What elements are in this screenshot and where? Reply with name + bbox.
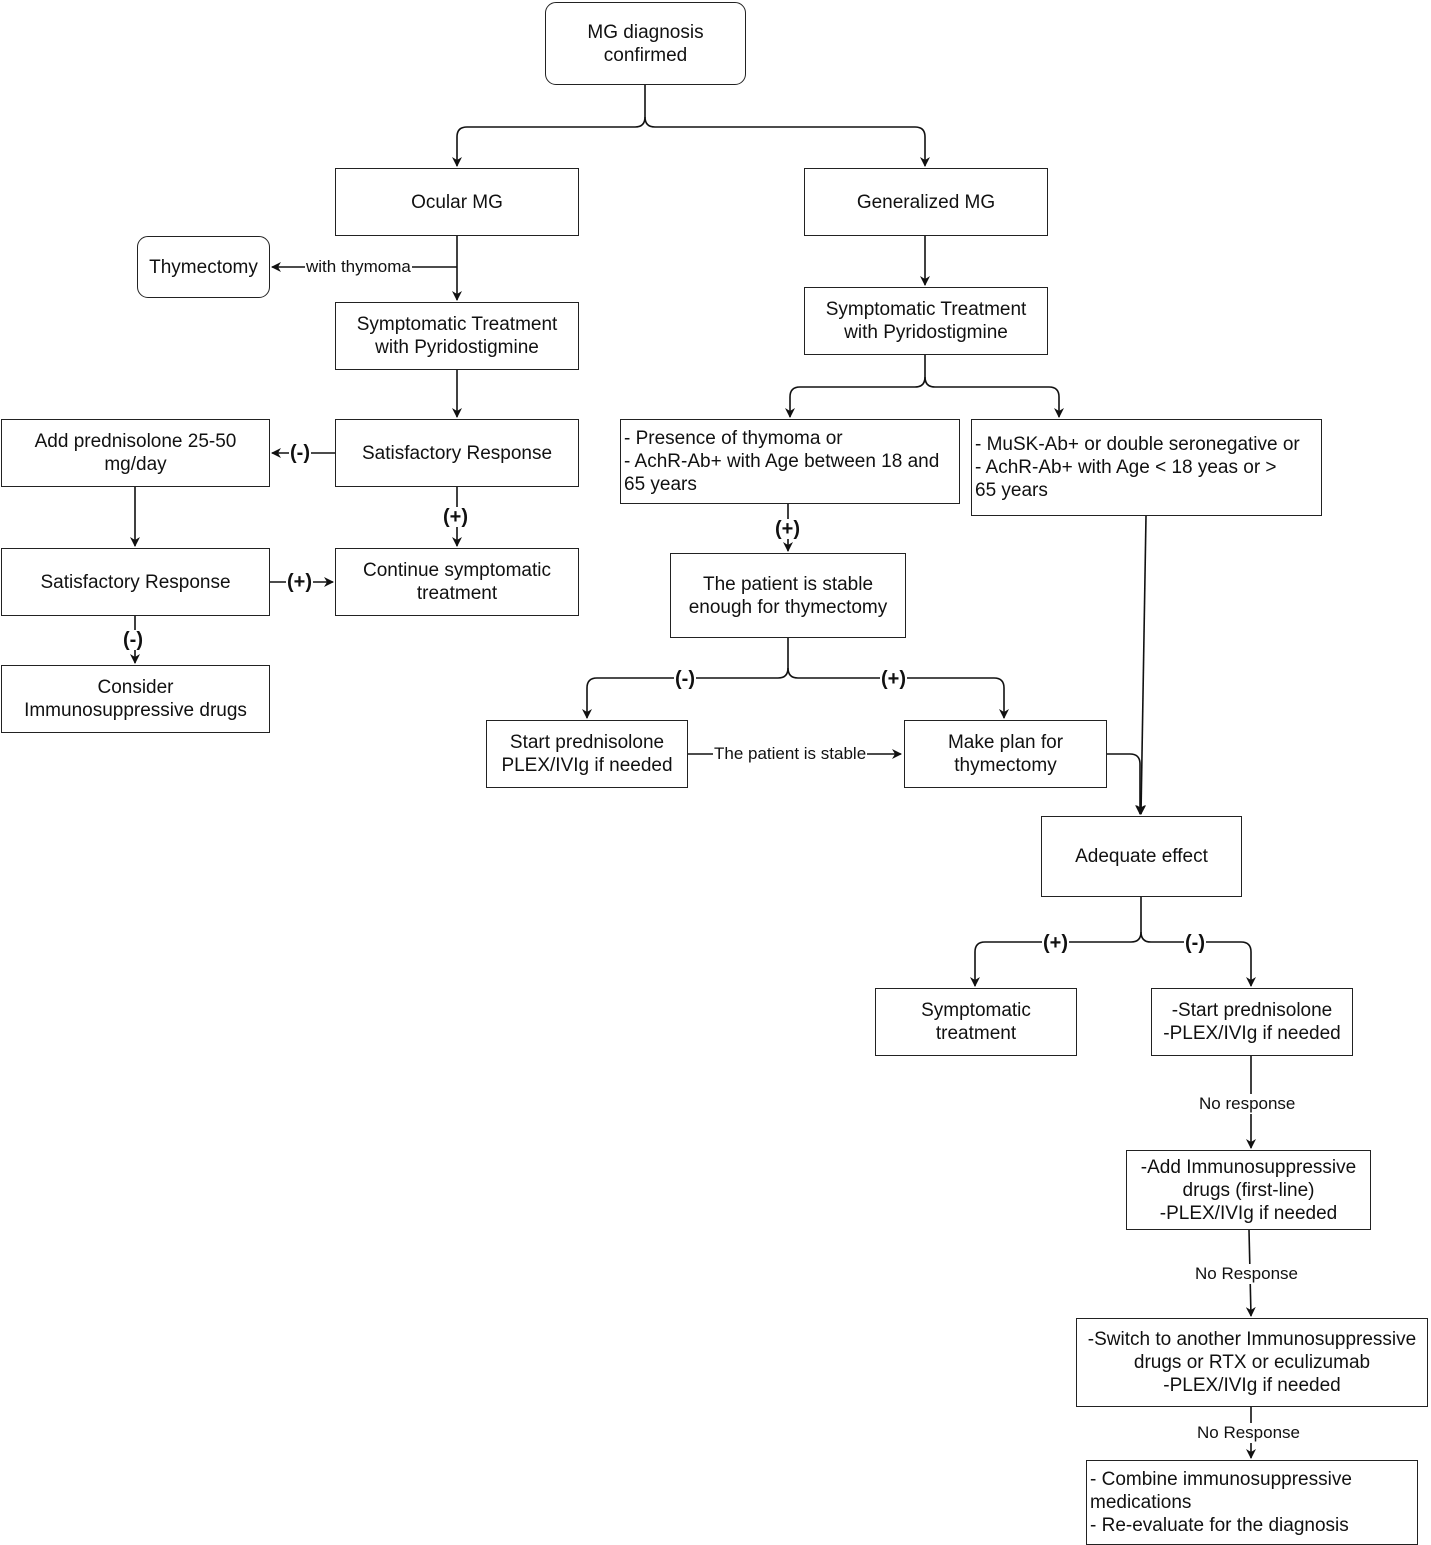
node-text: Ocular MG xyxy=(411,191,503,213)
label-no-response-1: No response xyxy=(1198,1094,1297,1114)
node-text: Symptomatic treatment xyxy=(921,1000,1031,1044)
node-text: Generalized MG xyxy=(856,191,996,213)
label-negative-adequate: (-) xyxy=(1184,932,1206,954)
label-positive-ocular-satisfactory: (+) xyxy=(442,506,469,528)
node-start-prednisolone-2: -Start prednisolone -PLEX/IVIg if needed xyxy=(1151,988,1353,1056)
label-positive-stable: (+) xyxy=(880,668,907,690)
label-no-response-3: No Response xyxy=(1196,1423,1302,1443)
node-mg-diagnosis-confirmed: MG diagnosis confirmed xyxy=(545,2,746,85)
node-switch-immunosuppressive: -Switch to another Immunosuppressive dru… xyxy=(1076,1318,1428,1407)
edge-gen-pyr-to-musk xyxy=(924,376,1064,418)
node-consider-immunosuppressive: Consider Immunosuppressive drugs xyxy=(1,665,270,733)
node-generalized-mg: Generalized MG xyxy=(804,168,1048,236)
node-text: Consider Immunosuppressive drugs xyxy=(24,677,247,721)
node-stable-for-thymectomy: The patient is stable enough for thymect… xyxy=(670,553,906,638)
label-positive-adequate: (+) xyxy=(1042,932,1069,954)
edge-stable-to-plan xyxy=(787,667,1009,719)
node-combine-immunosuppressive: - Combine immunosuppressive medications … xyxy=(1086,1460,1418,1545)
edge-confirmed-to-generalized xyxy=(644,116,930,167)
node-text: The patient is stable enough for thymect… xyxy=(688,573,888,618)
node-start-prednisolone-plex: Start prednisolone PLEX/IVIg if needed xyxy=(486,720,688,788)
node-text: MG diagnosis confirmed xyxy=(587,21,704,66)
node-ocular-pyridostigmine: Symptomatic Treatment with Pyridostigmin… xyxy=(335,302,579,370)
label-positive-thymoma: (+) xyxy=(774,518,801,540)
node-text: Symptomatic Treatment with Pyridostigmin… xyxy=(825,299,1027,343)
node-make-plan-thymectomy: Make plan for thymectomy xyxy=(904,720,1107,788)
label-negative-ocular-satisfactory: (-) xyxy=(289,442,311,464)
node-ocular-satisfactory-response: Satisfactory Response xyxy=(335,419,579,487)
edge-plan-to-adequate xyxy=(1107,753,1145,815)
node-thymoma-achr: - Presence of thymoma or - AchR-Ab+ with… xyxy=(620,419,960,504)
node-text: - Combine immunosuppressive medications … xyxy=(1090,1469,1352,1536)
node-symptomatic-treatment: Symptomatic treatment xyxy=(875,988,1077,1056)
node-text: Satisfactory Response xyxy=(40,571,231,593)
edge-gen-pyr-to-thymoma xyxy=(785,355,926,418)
label-negative-stable: (-) xyxy=(674,668,696,690)
label-no-response-2: No Response xyxy=(1194,1264,1300,1284)
node-text: Thymectomy xyxy=(149,256,258,278)
node-text: -Add Immunosuppressive drugs (first-line… xyxy=(1140,1156,1357,1224)
node-text: - Presence of thymoma or - AchR-Ab+ with… xyxy=(624,428,940,495)
node-text: Make plan for thymectomy xyxy=(947,732,1064,776)
node-text: Adequate effect xyxy=(1075,846,1208,867)
node-text: -Switch to another Immunosuppressive dru… xyxy=(1087,1329,1417,1396)
edge-confirmed-to-ocular xyxy=(452,85,646,167)
node-text: Continue symptomatic treatment xyxy=(363,560,551,604)
label-with-thymoma: with thymoma xyxy=(305,257,412,277)
node-satisfactory-response-2: Satisfactory Response xyxy=(1,548,270,616)
node-text: Start prednisolone PLEX/IVIg if needed xyxy=(501,732,673,776)
label-negative-satisfactory-2: (-) xyxy=(122,629,144,651)
node-continue-symptomatic: Continue symptomatic treatment xyxy=(335,548,579,616)
node-ocular-mg: Ocular MG xyxy=(335,168,579,236)
node-musk-seronegative: - MuSK-Ab+ or double seronegative or - A… xyxy=(971,419,1322,516)
node-text: Satisfactory Response xyxy=(361,442,553,464)
label-positive-satisfactory-2: (+) xyxy=(286,571,313,593)
node-adequate-effect: Adequate effect xyxy=(1041,816,1242,897)
node-text: - MuSK-Ab+ or double seronegative or - A… xyxy=(975,434,1300,501)
label-patient-stable: The patient is stable xyxy=(713,744,868,764)
node-text: Symptomatic Treatment with Pyridostigmin… xyxy=(356,314,558,358)
node-thymectomy: Thymectomy xyxy=(137,236,270,298)
edge-musk-to-adequate xyxy=(1136,515,1147,815)
edge-adequate-to-start-pred xyxy=(1140,931,1256,987)
node-text: Add prednisolone 25-50 mg/day xyxy=(34,431,237,475)
node-add-immunosuppressive: -Add Immunosuppressive drugs (first-line… xyxy=(1126,1150,1371,1230)
node-add-prednisolone: Add prednisolone 25-50 mg/day xyxy=(1,419,270,487)
node-text: -Start prednisolone -PLEX/IVIg if needed xyxy=(1163,1000,1341,1044)
node-general-pyridostigmine: Symptomatic Treatment with Pyridostigmin… xyxy=(804,287,1048,355)
